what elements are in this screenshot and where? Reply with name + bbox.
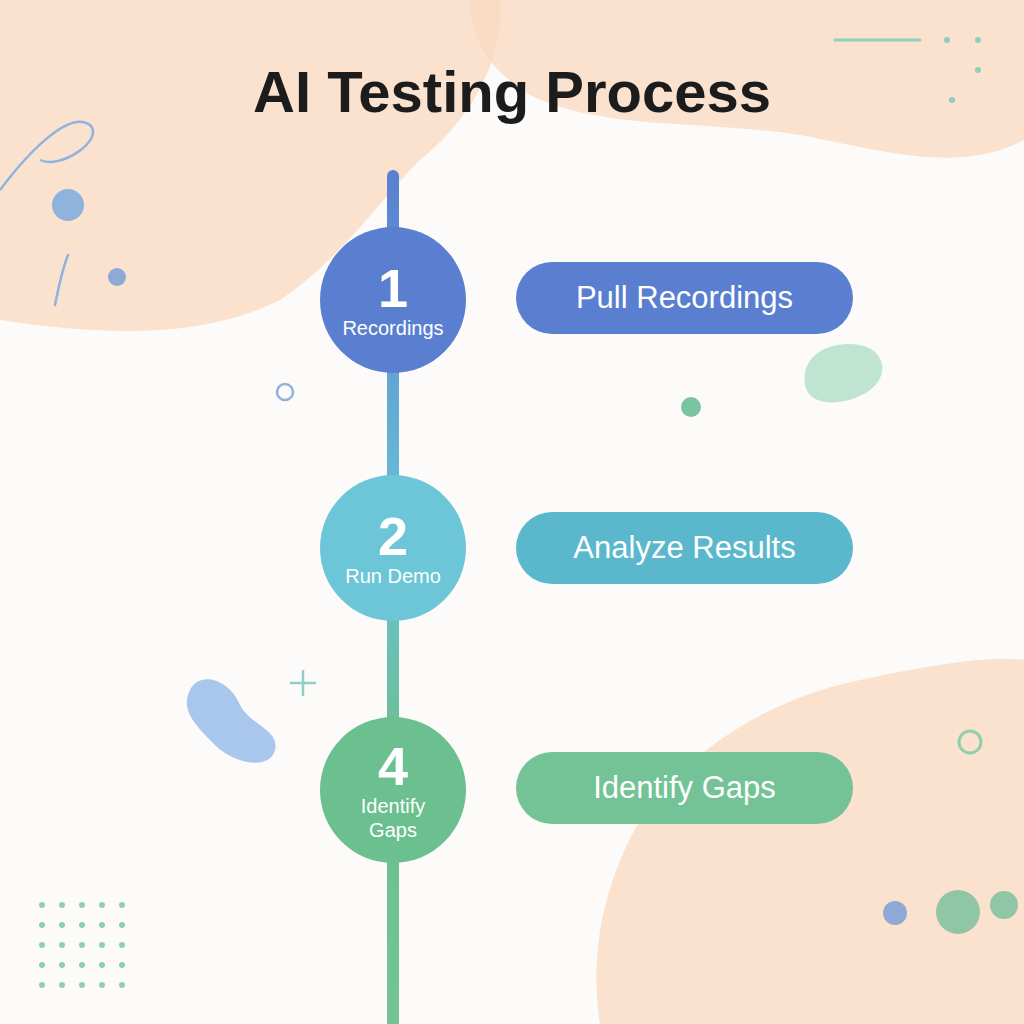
watercolor-blob bbox=[596, 659, 1024, 1024]
decor-line bbox=[835, 39, 920, 42]
decor-dot-grid bbox=[39, 902, 125, 988]
step-number: 2 bbox=[378, 508, 408, 564]
step-action: Identify Gaps bbox=[593, 770, 776, 806]
connector-line bbox=[387, 619, 399, 719]
decor-blob bbox=[187, 679, 276, 762]
decor-dot bbox=[52, 189, 84, 221]
step-circle: 2Run Demo bbox=[320, 475, 466, 621]
decor-dot bbox=[108, 268, 126, 286]
step-action: Pull Recordings bbox=[576, 280, 793, 316]
timeline-connector bbox=[393, 371, 394, 477]
circle-fill bbox=[320, 475, 466, 621]
diagram-title: AI Testing Process bbox=[0, 58, 1024, 125]
decor-dot bbox=[990, 891, 1018, 919]
step-number: 1 bbox=[378, 260, 408, 316]
decor-dots bbox=[944, 37, 981, 103]
step-label: Recordings bbox=[342, 316, 443, 340]
circle-fill bbox=[320, 717, 466, 863]
timeline-line bbox=[387, 850, 399, 1024]
step-pill: Analyze Results bbox=[516, 512, 853, 584]
circle-fill bbox=[320, 227, 466, 373]
decor-blob bbox=[804, 344, 882, 402]
pill-fill bbox=[516, 512, 853, 584]
decor-dot bbox=[936, 890, 980, 934]
decor-dot bbox=[681, 397, 701, 417]
decor-ring bbox=[959, 731, 981, 753]
step-pill: Identify Gaps bbox=[516, 752, 853, 824]
step-action: Analyze Results bbox=[573, 530, 795, 566]
decor-dot bbox=[883, 901, 907, 925]
step-circle: 4Identify Gaps bbox=[320, 717, 466, 863]
step-circle: 1Recordings bbox=[320, 227, 466, 373]
decor-plus bbox=[290, 670, 316, 696]
step-label: Identify Gaps bbox=[347, 794, 439, 842]
pill-fill bbox=[516, 262, 853, 334]
timeline-connector bbox=[393, 619, 394, 719]
step-label: Run Demo bbox=[345, 564, 441, 588]
connector-line bbox=[387, 371, 399, 477]
step-pill: Pull Recordings bbox=[516, 262, 853, 334]
pill-fill bbox=[516, 752, 853, 824]
decor-curve bbox=[0, 122, 93, 190]
step-number: 4 bbox=[378, 738, 408, 794]
decor-ring bbox=[277, 384, 293, 400]
decor-curve bbox=[55, 255, 68, 305]
